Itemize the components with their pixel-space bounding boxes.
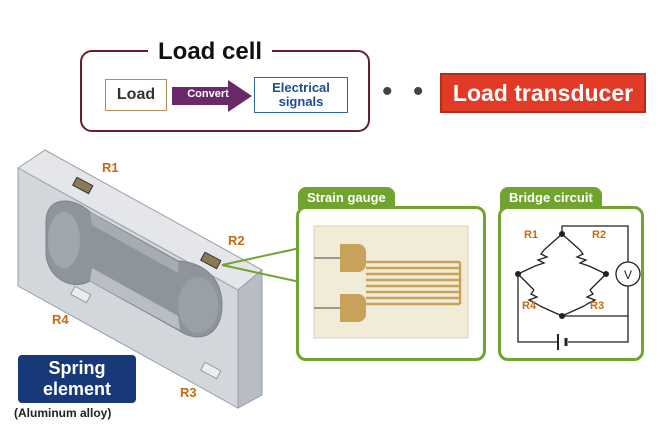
gauge-r1-marker	[72, 176, 94, 195]
bridge-label-r2: R2	[592, 229, 607, 241]
bridge-circuit-diagram: V	[515, 225, 641, 350]
gauge-r2-marker	[200, 251, 222, 270]
load-transducer-box: Load transducer	[440, 73, 646, 113]
convert-label: Convert	[187, 88, 229, 100]
bridge-label-r3: R3	[590, 300, 605, 312]
spring-material-label: (Aluminum alloy)	[14, 406, 112, 420]
convert-arrow-icon	[172, 80, 252, 112]
bridge-label-r4: R4	[522, 300, 537, 312]
bridge-circuit-title: Bridge circuit	[500, 187, 602, 209]
load-cell-title: Load cell	[148, 38, 273, 66]
load-box: Load	[105, 79, 167, 111]
spring-element-label: Spring element	[18, 355, 136, 403]
strain-gauge-title: Strain gauge	[298, 187, 395, 209]
spring-label-r2: R2	[228, 233, 245, 248]
voltmeter-icon: V	[624, 268, 632, 282]
gauge-r4-marker	[70, 285, 92, 304]
electrical-signals-box: Electrical signals	[254, 77, 348, 113]
spring-label-r3: R3	[180, 385, 197, 400]
gauge-r3-marker	[200, 361, 222, 380]
spring-label-r4: R4	[52, 312, 69, 327]
strain-gauge-icon	[313, 225, 469, 339]
bridge-label-r1: R1	[524, 229, 539, 241]
spring-label-r1: R1	[102, 160, 119, 175]
